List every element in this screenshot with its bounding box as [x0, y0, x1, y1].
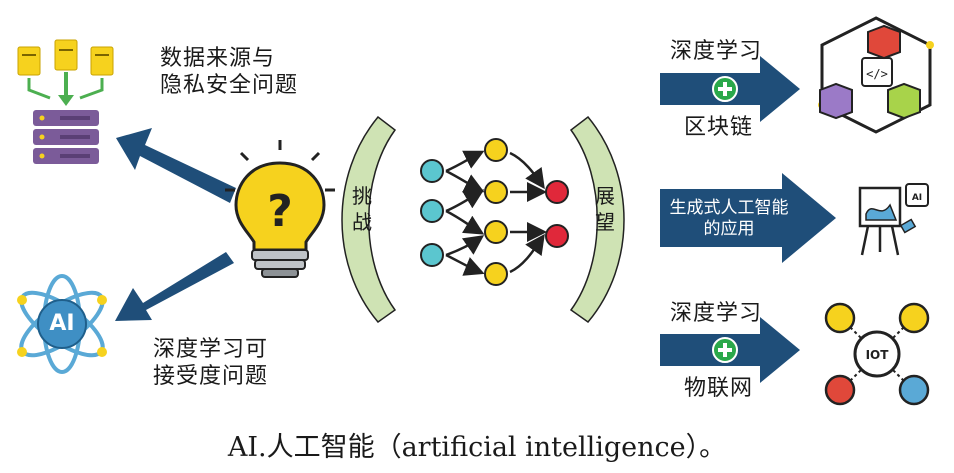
arrow-to-data-source	[116, 128, 236, 203]
label-line: 展	[595, 184, 616, 208]
bottom-arrow-subtitle: 物联网	[684, 376, 754, 401]
neural-network-icon	[420, 138, 569, 286]
plus-icon	[712, 337, 738, 363]
blockchain-cubes-icon: </>	[818, 16, 934, 134]
generative-art-easel-icon: AI	[858, 183, 929, 256]
svg-text:?: ?	[267, 186, 293, 237]
mid-arrow-text: 生成式人工智能 的应用	[665, 198, 793, 240]
svg-text:IOT: IOT	[866, 348, 890, 362]
label-line: 深度学习可	[153, 337, 269, 362]
arrow-generative-ai	[660, 173, 836, 263]
top-arrow-title: 深度学习	[670, 39, 763, 64]
challenge-arc	[341, 115, 397, 324]
outlook-arc	[569, 115, 625, 324]
data-source-privacy-label: 数据来源与 隐私安全问题	[160, 45, 298, 99]
label-line: 接受度问题	[153, 364, 269, 389]
deep-learning-accept-label: 深度学习可 接受度问题	[153, 336, 268, 390]
svg-text:</>: </>	[866, 67, 888, 81]
arrow-to-deep-learning-accept	[115, 252, 234, 321]
lightbulb-question-icon: ?	[225, 140, 335, 278]
data-server-icon	[17, 39, 114, 164]
ai-badge: AI	[49, 311, 75, 336]
plus-icon	[712, 76, 738, 102]
outlook-label: 展 望	[595, 183, 616, 235]
label-line: 隐私安全问题	[160, 73, 299, 98]
label-line: 挑	[352, 184, 373, 208]
bottom-arrow-title: 深度学习	[670, 301, 763, 326]
label-line: 生成式人工智能	[669, 198, 789, 218]
label-line: 战	[352, 210, 373, 234]
label-line: 的应用	[703, 219, 755, 239]
svg-text:AI: AI	[912, 193, 922, 203]
figure-caption: AI.人工智能（artificial intelligence）。	[227, 432, 727, 463]
challenge-label: 挑 战	[352, 183, 373, 235]
top-arrow-subtitle: 区块链	[684, 115, 754, 140]
label-line: 望	[595, 210, 616, 234]
iot-network-icon: IOT	[824, 302, 930, 406]
label-line: 数据来源与	[160, 46, 276, 71]
ai-atom-icon	[17, 274, 107, 374]
